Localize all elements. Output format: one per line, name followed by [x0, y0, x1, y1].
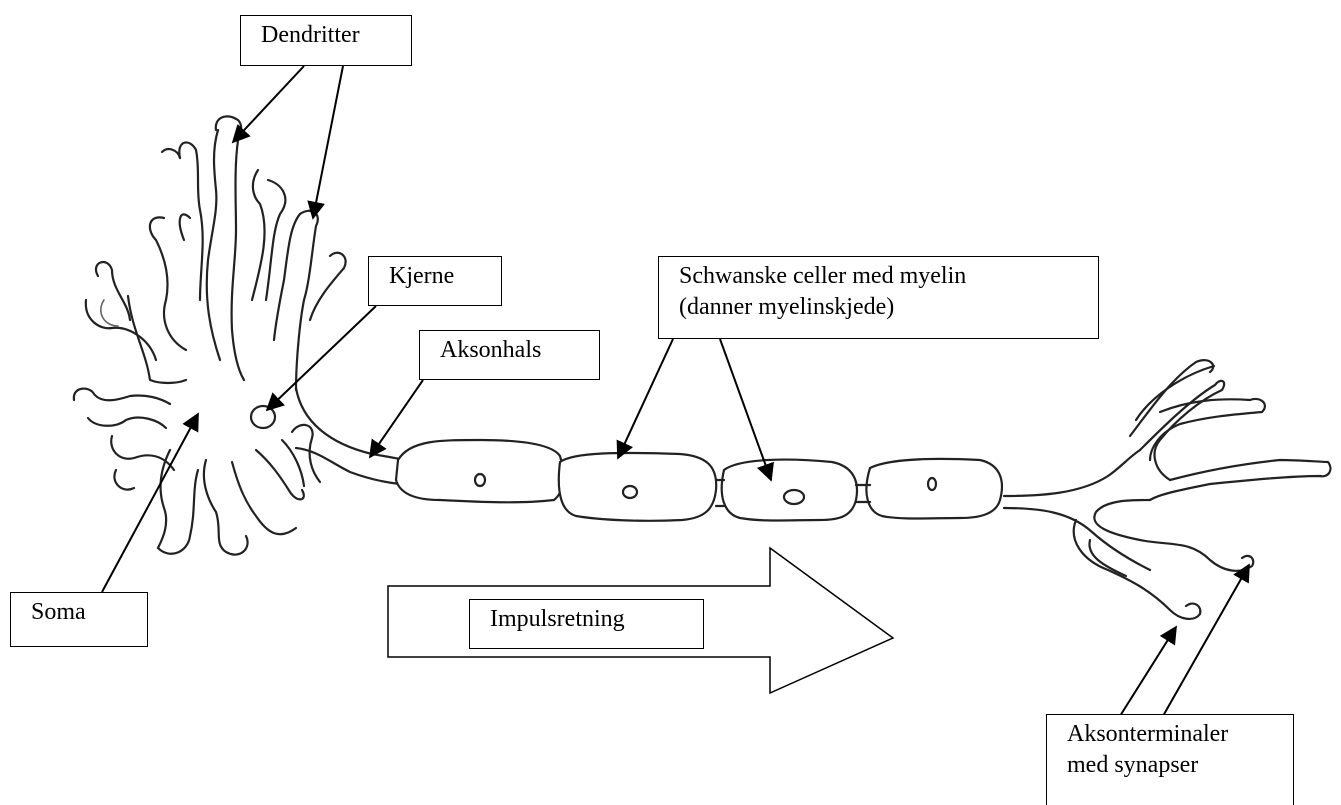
label-kjerne: Kjerne: [368, 256, 502, 306]
label-schwann-cells: Schwanske celler med myelin (danner myel…: [658, 256, 1099, 339]
axon-terminals: [1002, 359, 1332, 620]
label-soma: Soma: [10, 592, 148, 647]
myelin-cells: [394, 438, 1004, 522]
nucleus: [249, 404, 277, 430]
label-dendritter: Dendritter: [240, 15, 412, 66]
soma-and-dendrites: [72, 115, 347, 556]
label-impulsretning: Impulsretning: [469, 599, 704, 649]
label-aksonhals: Aksonhals: [419, 330, 600, 380]
label-pointers: [101, 65, 1250, 717]
label-aksonterminaler: Aksonterminaler med synapser: [1046, 714, 1294, 805]
axon-hillock: [294, 386, 406, 486]
